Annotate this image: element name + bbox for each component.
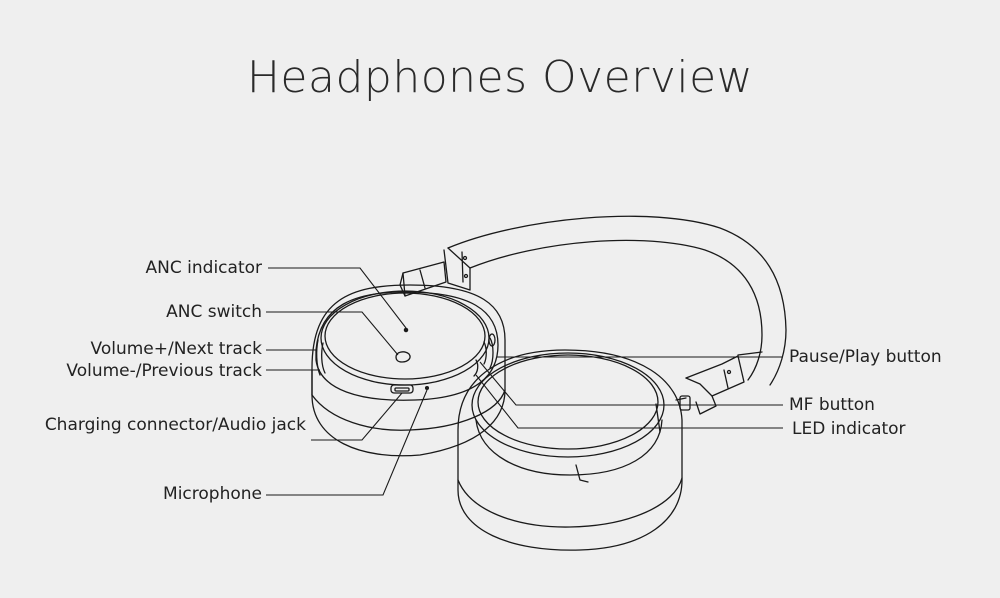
label-volume-up: Volume+/Next track: [90, 339, 262, 359]
callout-mf-button: [479, 361, 783, 406]
page-title: Headphones Overview: [246, 52, 754, 103]
label-anc-indicator: ANC indicator: [145, 258, 262, 278]
right-earcup: [457, 349, 691, 551]
callout-lines: [266, 267, 783, 496]
label-anc-switch: ANC switch: [166, 302, 262, 322]
callout-anc-switch: [266, 311, 399, 356]
callout-led: [475, 374, 783, 429]
callout-charging: [311, 392, 403, 441]
label-charging: Charging connector/Audio jack: [44, 415, 306, 435]
label-mf-button: MF button: [789, 395, 875, 415]
callout-anc-indicator: [268, 267, 407, 329]
headband: [399, 215, 787, 415]
label-pause-play: Pause/Play button: [789, 347, 942, 367]
left-earcup: [311, 284, 506, 457]
label-microphone: Microphone: [163, 484, 262, 504]
label-volume-down: Volume-/Previous track: [66, 361, 262, 381]
label-led-indicator: LED indicator: [792, 419, 906, 439]
callout-microphone: [266, 389, 428, 496]
